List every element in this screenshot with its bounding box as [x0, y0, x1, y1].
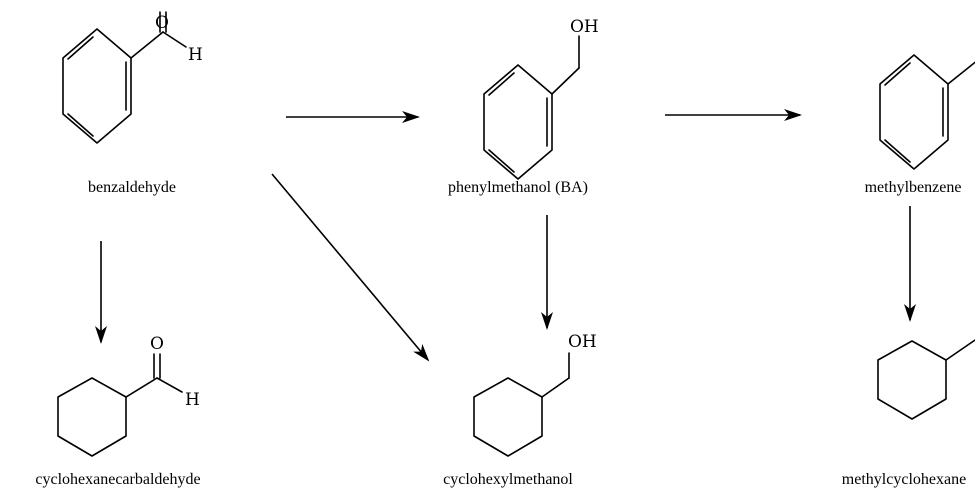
methylcyclohexane-structure: methylcyclohexane [842, 339, 975, 488]
oxygen-atom-label: O [150, 334, 164, 354]
cyclohexane-ring [877, 340, 947, 420]
phenylmethanol-name: phenylmethanol (BA) [448, 179, 588, 196]
cyclohexanecarbaldehyde-name: cyclohexanecarbaldehyde [35, 471, 200, 488]
benzene-ring [483, 64, 553, 180]
hydroxyl-label: OH [568, 332, 597, 352]
methylbenzene-structure: methylbenzene [865, 54, 975, 196]
hydroxymethyl-group: OH [541, 332, 597, 398]
cyclohexanecarbaldehyde-structure: O H cyclohexanecarbaldehyde [35, 334, 200, 488]
benzaldehyde-name: benzaldehyde [88, 179, 176, 196]
arrow-benzaldehyde-to-cyclohexylmethanol [271, 173, 430, 362]
methylcyclohexane-name: methylcyclohexane [842, 471, 966, 488]
methyl-bond [945, 339, 975, 361]
aldehyde-group: O H [125, 334, 200, 410]
methyl-bond [947, 61, 975, 85]
benzaldehyde-structure: O H benzaldehyde [62, 11, 203, 196]
hydroxymethyl-group: OH [551, 17, 599, 95]
benzene-ring [879, 54, 949, 170]
cyclohexane-ring [57, 377, 127, 457]
cyclohexylmethanol-name: cyclohexylmethanol [443, 471, 573, 488]
methylbenzene-name: methylbenzene [865, 179, 962, 196]
hydrogen-atom-label: H [188, 45, 203, 65]
cyclohexane-ring [473, 377, 543, 457]
cyclohexylmethanol-structure: OH cyclohexylmethanol [443, 332, 597, 488]
hydrogen-atom-label: H [185, 390, 200, 410]
phenylmethanol-structure: OH phenylmethanol (BA) [448, 17, 599, 196]
aldehyde-group: O H [130, 11, 203, 65]
hydroxyl-label: OH [570, 17, 599, 37]
oxygen-atom-label: O [155, 13, 169, 33]
benzene-ring [62, 28, 132, 144]
